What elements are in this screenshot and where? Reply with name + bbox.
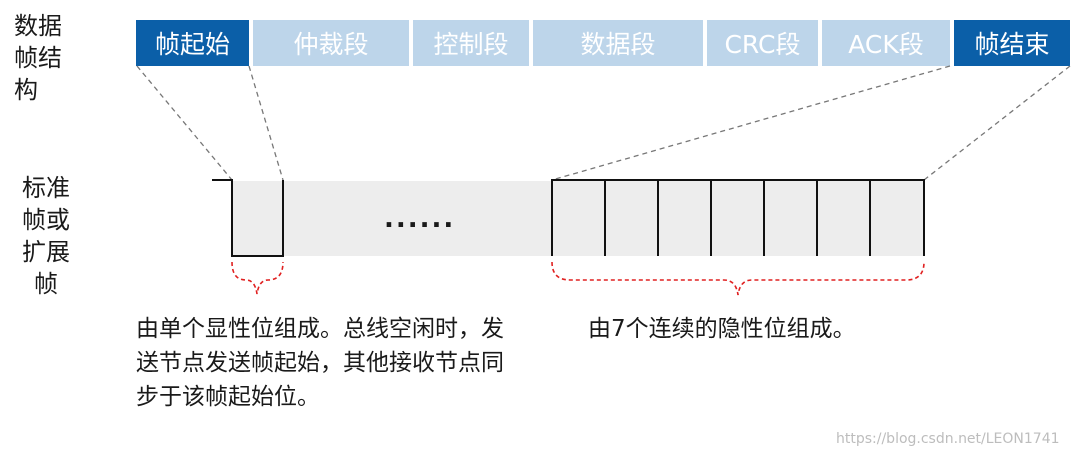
sof-dominant-bit bbox=[212, 179, 284, 257]
guide-line-eof-left bbox=[551, 65, 951, 181]
std-ext-label: 标准帧或扩展帧 bbox=[22, 174, 70, 298]
eof-recessive-bits bbox=[551, 179, 925, 256]
segment-data: 数据段 bbox=[533, 20, 703, 66]
guide-line-eof-right bbox=[923, 65, 1071, 181]
segment-control: 控制段 bbox=[413, 20, 529, 66]
watermark: https://blog.csdn.net/LEON1741 bbox=[836, 431, 1060, 447]
guide-line-sof-left bbox=[136, 65, 233, 181]
segment-sof: 帧起始 bbox=[136, 20, 249, 66]
segment-crc: CRC段 bbox=[707, 20, 818, 66]
guide-line-sof-right bbox=[248, 65, 284, 181]
ellipsis: ...... bbox=[384, 204, 456, 234]
eof-description: 由7个连续的隐性位组成。 bbox=[588, 316, 856, 342]
segment-eof: 帧结束 bbox=[954, 20, 1070, 66]
eof-brace bbox=[551, 261, 925, 296]
sof-description: 由单个显性位组成。总线空闲时，发送节点发送帧起始，其他接收节点同步于该帧起始位。 bbox=[136, 316, 504, 410]
structure-label: 数据帧结构 bbox=[14, 12, 62, 104]
sof-brace bbox=[231, 261, 284, 295]
segment-arbitration: 仲裁段 bbox=[253, 20, 409, 66]
segment-ack: ACK段 bbox=[822, 20, 950, 66]
bus-background bbox=[232, 181, 924, 256]
